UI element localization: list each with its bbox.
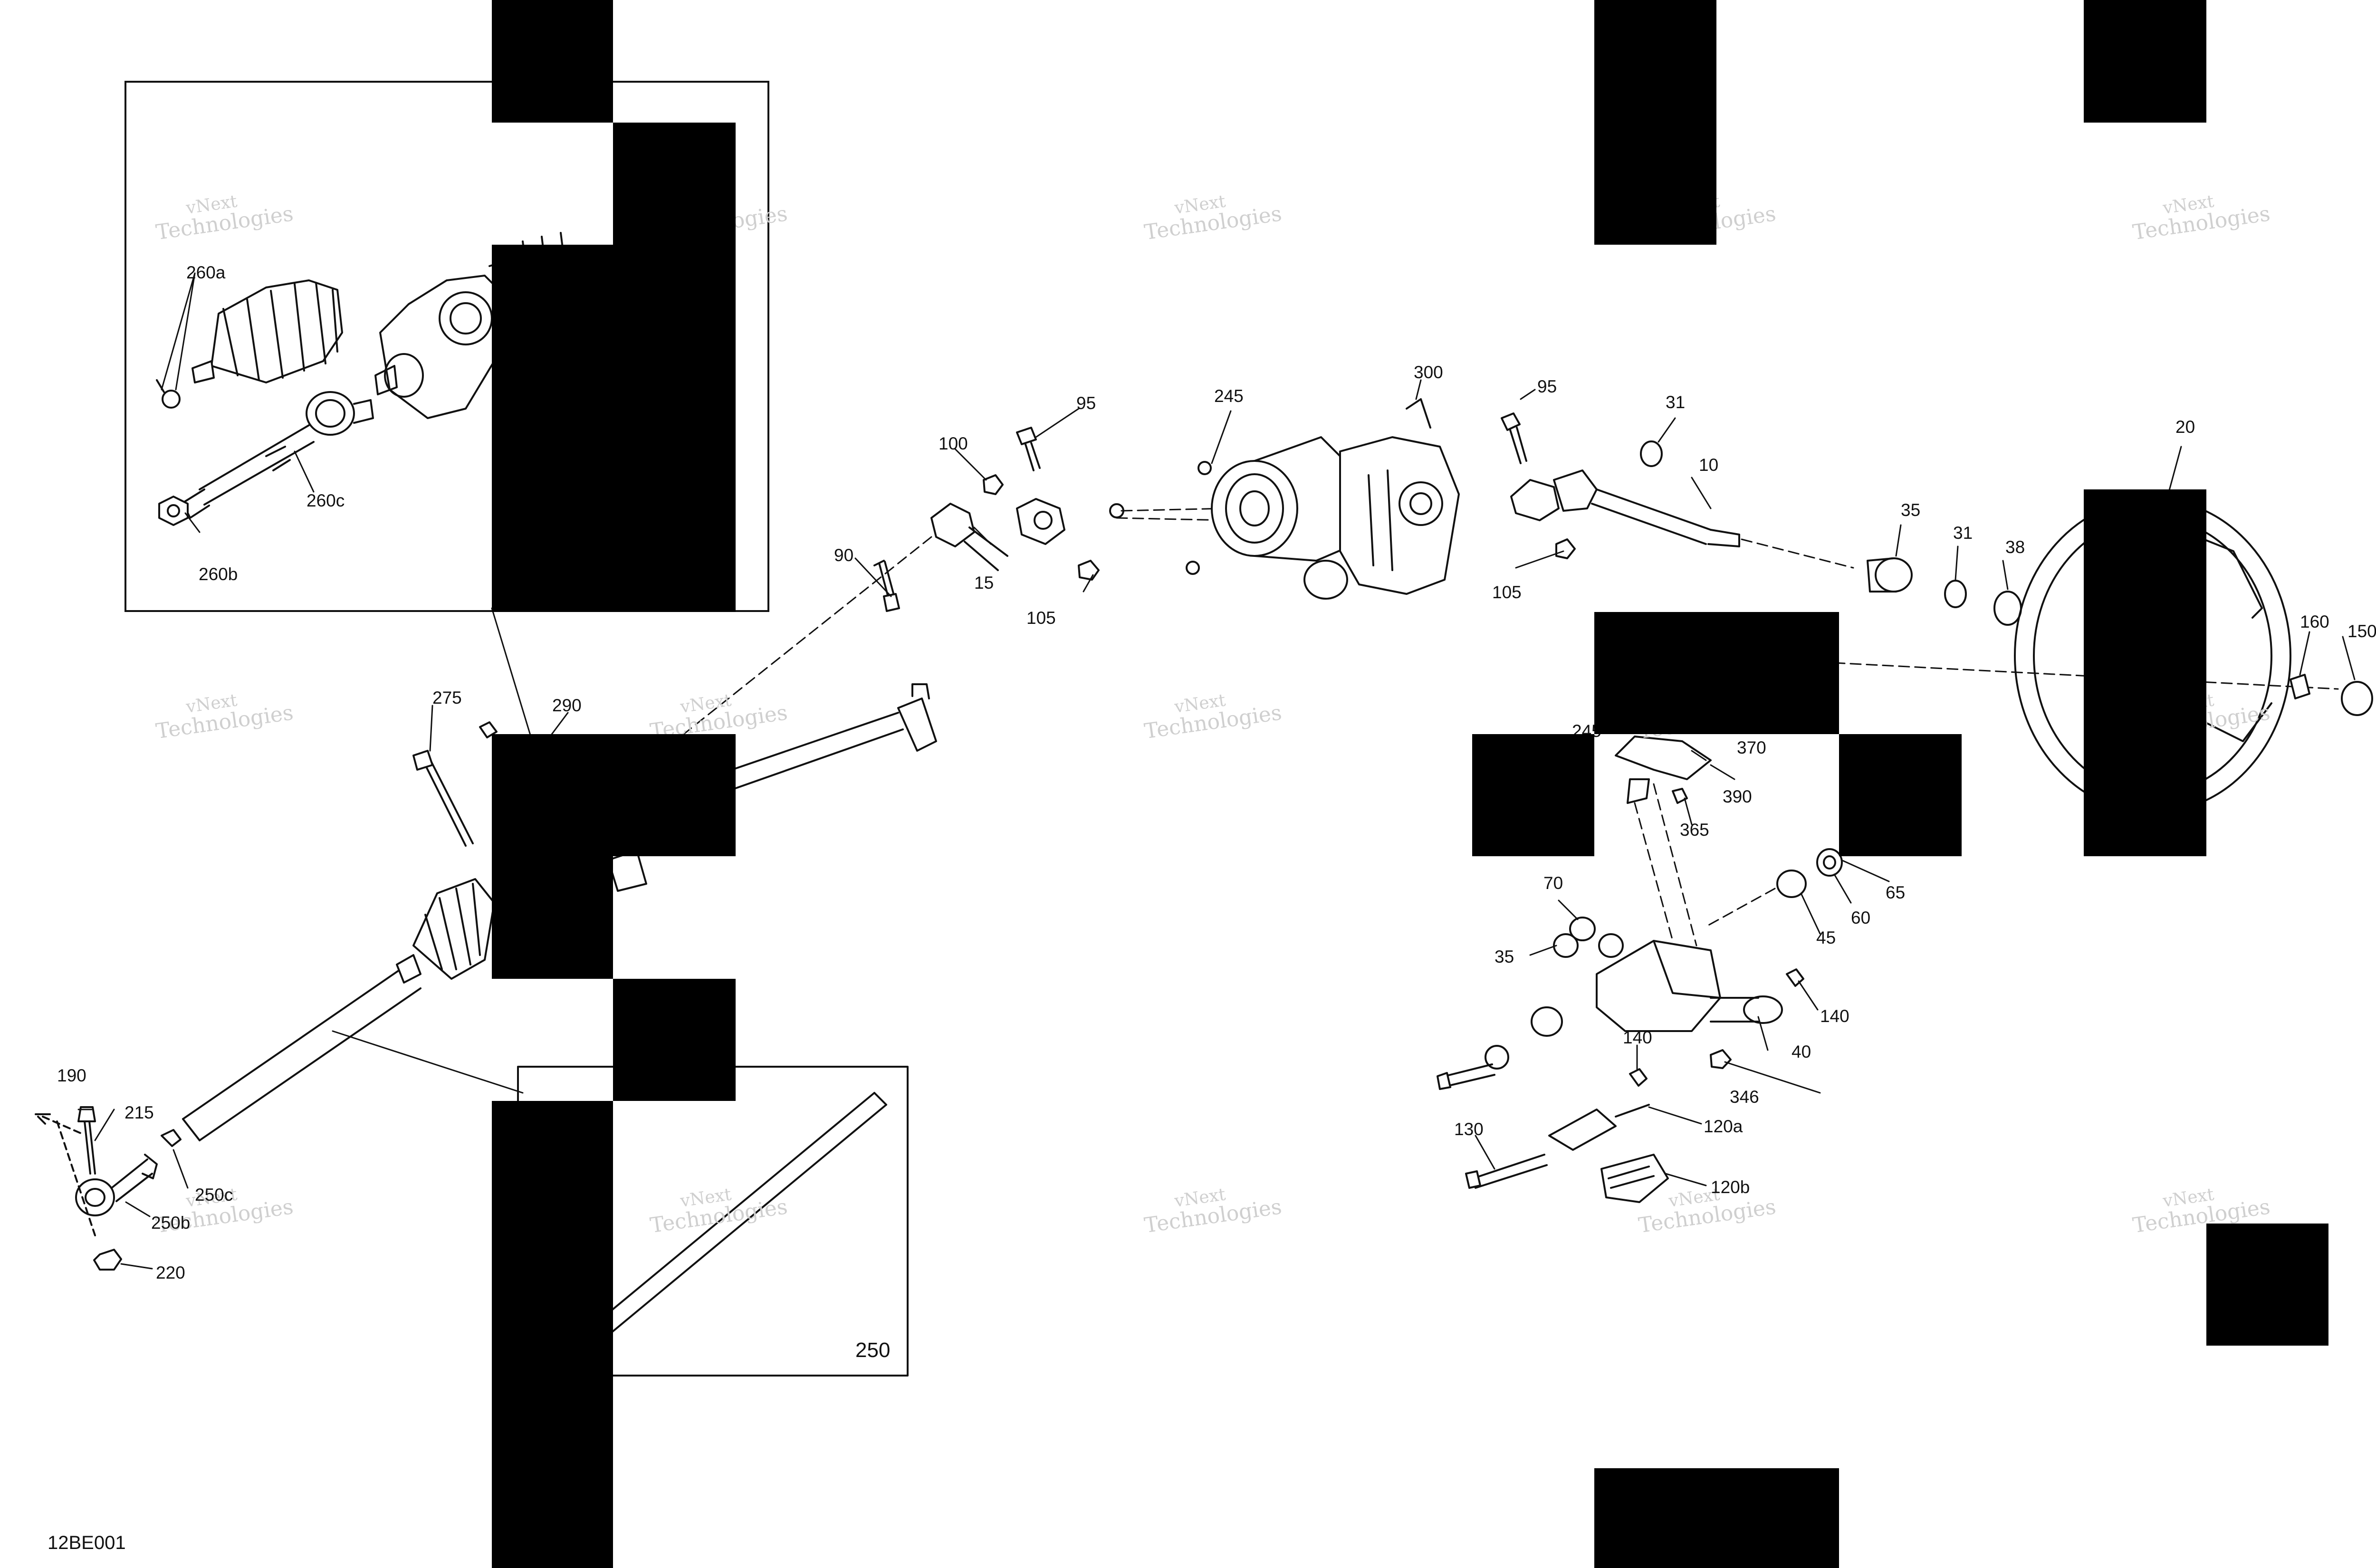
callout-105-right: 105 <box>1492 583 1522 602</box>
diagram-code: 12BE001 <box>48 1532 126 1553</box>
redaction-block <box>2206 1224 2328 1346</box>
redaction-block <box>1594 612 1839 734</box>
callout-220: 220 <box>156 1263 185 1282</box>
callout-31-right: 31 <box>1953 523 1973 543</box>
callout-45: 45 <box>1816 928 1836 947</box>
callout-140-left: 140 <box>1623 1028 1652 1047</box>
hub-parts <box>1867 557 2022 626</box>
tilt-bracket <box>1437 736 1843 1203</box>
redaction-block <box>1594 0 1716 245</box>
callout-140-right: 140 <box>1820 1006 1849 1026</box>
callout-35-left: 35 <box>1495 947 1514 966</box>
redaction-block <box>492 734 736 856</box>
redaction-block <box>613 123 736 245</box>
redaction-block <box>492 0 613 123</box>
redaction-block <box>492 245 736 612</box>
callout-10: 10 <box>1699 455 1719 475</box>
callout-105-left: 105 <box>1026 608 1056 628</box>
callout-95-left: 95 <box>1076 393 1096 413</box>
callout-260c: 260c <box>307 491 345 510</box>
callout-260b: 260b <box>199 564 238 584</box>
callout-120a: 120a <box>1704 1117 1743 1136</box>
callout-65: 65 <box>1886 883 1906 902</box>
intermediate-shaft-15 <box>873 427 1124 612</box>
redaction-block <box>1472 734 1594 856</box>
callout-260a: 260a <box>186 263 226 282</box>
callout-38: 38 <box>2005 537 2025 557</box>
callout-275: 275 <box>432 688 462 708</box>
callout-160: 160 <box>2300 612 2329 631</box>
steering-shaft-10 <box>1501 412 1740 559</box>
callout-245-top: 245 <box>1214 386 1244 406</box>
inset-tube-250 <box>598 1092 887 1336</box>
callout-215: 215 <box>125 1103 154 1122</box>
callout-300: 300 <box>1414 363 1443 382</box>
tie-rod-end <box>35 1106 182 1271</box>
callout-130: 130 <box>1454 1119 1484 1139</box>
redaction-block <box>1594 1468 1839 1568</box>
callout-120b: 120b <box>1711 1177 1750 1197</box>
redaction-block <box>492 1101 613 1568</box>
leader-lines <box>77 272 2356 1270</box>
callout-190: 190 <box>57 1066 86 1085</box>
inset-260-frame <box>125 81 769 612</box>
callout-370: 370 <box>1737 738 1766 757</box>
callout-40: 40 <box>1792 1042 1811 1061</box>
callout-100: 100 <box>939 434 968 453</box>
callout-95-right: 95 <box>1537 377 1557 396</box>
redaction-block <box>2084 0 2206 123</box>
power-steering-unit-300 <box>1186 398 1460 600</box>
callout-70: 70 <box>1543 873 1563 893</box>
callout-250b: 250b <box>151 1213 191 1233</box>
callout-346: 346 <box>1730 1087 1759 1107</box>
redaction-block <box>492 856 613 979</box>
callout-60: 60 <box>1851 908 1871 927</box>
callout-250: 250 <box>855 1339 891 1362</box>
callout-150: 150 <box>2347 621 2376 641</box>
redaction-block <box>613 979 736 1101</box>
callout-250c: 250c <box>195 1185 233 1205</box>
redaction-block <box>1839 734 1962 856</box>
steering-rack-assembly <box>182 683 937 1141</box>
callout-290: 290 <box>552 696 582 715</box>
boot-260a <box>192 279 343 383</box>
inset-rack-parts <box>156 232 576 526</box>
callout-15: 15 <box>974 573 994 593</box>
callout-31-top: 31 <box>1666 392 1686 412</box>
callout-20: 20 <box>2175 417 2195 437</box>
callout-35-right: 35 <box>1901 500 1921 520</box>
callout-390: 390 <box>1723 787 1752 806</box>
redaction-block <box>2084 489 2206 856</box>
callout-90: 90 <box>834 545 854 565</box>
callout-365: 365 <box>1680 820 1709 840</box>
